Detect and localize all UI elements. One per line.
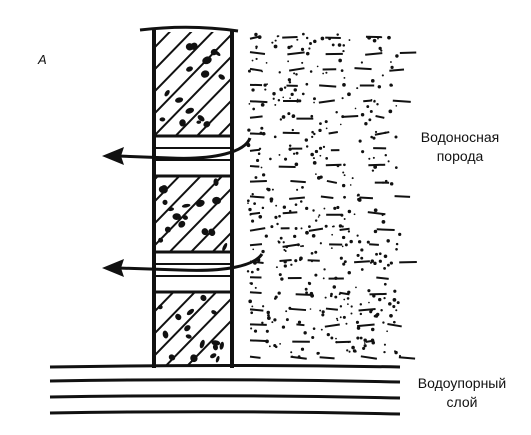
well-top: [139, 25, 239, 33]
concrete-aggregate: [158, 42, 228, 363]
aquifer-label-line2: порода: [436, 148, 484, 164]
left-arrow-icon: [102, 253, 264, 277]
panel-label: A: [38, 52, 47, 67]
aquifer-label: Водоносная порода: [400, 128, 520, 166]
aquifer-label-line1: Водоносная: [420, 129, 500, 145]
aquitard-layer: [49, 364, 401, 416]
aquitard-label-line1: Водоупорный: [417, 375, 507, 391]
aquitard-label-line2: слой: [446, 394, 478, 410]
aquitard-label: Водоупорный слой: [402, 374, 522, 412]
filter-slot-lower: [152, 252, 234, 292]
well-casing: [139, 25, 239, 368]
aquifer-sand-texture: [246, 32, 417, 360]
left-arrow-icon: [102, 137, 252, 165]
